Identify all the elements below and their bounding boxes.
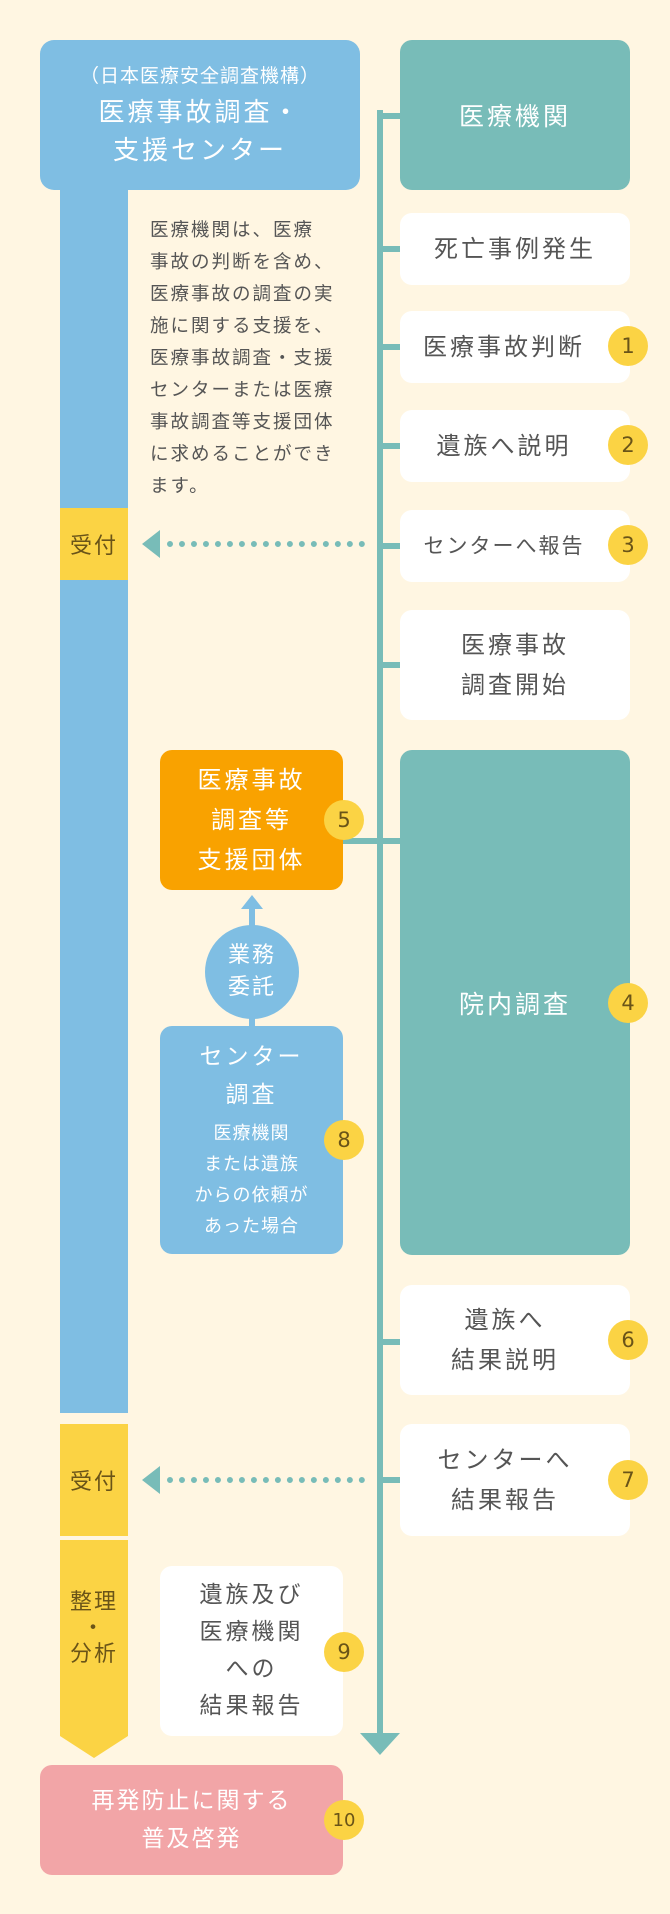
step-report-center: センターへ報告 xyxy=(400,510,630,582)
organize-label: 整理 ・ 分析 xyxy=(69,1590,118,1667)
step-explain-family: 遺族へ説明 xyxy=(400,410,630,482)
badge-7: 7 xyxy=(608,1460,648,1500)
center-description: 医療機関は、医療 事故の判断を含め、 医療事故の調査の実 施に関する支援を、 医… xyxy=(150,220,335,497)
center-org-name: （日本医療安全調査機構） xyxy=(79,64,320,87)
step-start-investigation: 医療事故 調査開始 xyxy=(400,610,630,720)
center-header: （日本医療安全調査機構） 医療事故調査・ 支援センター xyxy=(40,40,360,190)
medical-institution: 医療機関 xyxy=(400,40,630,190)
reception-2: 受付 xyxy=(60,1424,128,1536)
center-column xyxy=(60,185,128,1413)
step-death: 死亡事例発生 xyxy=(400,213,630,285)
center-title: 医療事故調査・ 支援センター xyxy=(98,97,302,166)
flow-arrow-head xyxy=(360,1733,400,1755)
organize-arrow-tip xyxy=(60,1736,128,1758)
step-report-center-label: センターへ報告 xyxy=(423,534,585,558)
flow-line xyxy=(377,110,383,1738)
support-organization: 医療事故 調査等 支援団体 xyxy=(160,750,343,890)
step-judgement: 医療事故判断 xyxy=(400,311,630,383)
reception-2-label: 受付 xyxy=(69,1470,118,1495)
branch-report xyxy=(380,543,402,549)
branch-explain xyxy=(380,443,402,449)
step-report-results-center: センターへ 結果報告 xyxy=(400,1424,630,1536)
step-judgement-label: 医療事故判断 xyxy=(423,333,585,361)
step-death-label: 死亡事例発生 xyxy=(434,235,596,263)
step-internal-investigation-label: 院内調査 xyxy=(458,989,571,1019)
branch-explain-results xyxy=(380,1339,402,1345)
badge-6: 6 xyxy=(608,1320,648,1360)
step-internal-investigation: 院内調査 xyxy=(400,750,630,1255)
center-investigation-title: センター 調査 xyxy=(199,1044,304,1108)
badge-4: 4 xyxy=(608,983,648,1023)
badge-8: 8 xyxy=(324,1120,364,1160)
step-explain-results-family: 遺族へ 結果説明 xyxy=(400,1285,630,1395)
badge-5: 5 xyxy=(324,800,364,840)
badge-1: 1 xyxy=(608,326,648,366)
branch-institution xyxy=(380,113,402,119)
center-investigation-note: 医療機関 または遺族 からの依頼が あった場合 xyxy=(194,1123,309,1237)
prevention-awareness: 再発防止に関する 普及啓発 xyxy=(40,1765,343,1875)
branch-internal xyxy=(380,838,402,844)
consignment-circle: 業務 委託 xyxy=(205,925,299,1019)
branch-start xyxy=(380,662,402,668)
dotted-line-1 xyxy=(167,541,365,547)
badge-3: 3 xyxy=(608,525,648,565)
badge-2: 2 xyxy=(608,425,648,465)
arrow-to-reception-1 xyxy=(142,530,160,558)
center-investigation: センター 調査 医療機関 または遺族 からの依頼が あった場合 xyxy=(160,1026,343,1254)
arrow-to-reception-2 xyxy=(142,1466,160,1494)
branch-death xyxy=(380,246,402,252)
connector-support-org xyxy=(342,838,380,844)
dotted-line-2 xyxy=(167,1477,365,1483)
organize-analyze: 整理 ・ 分析 xyxy=(60,1540,128,1736)
reception-1-label: 受付 xyxy=(69,534,118,559)
reception-1: 受付 xyxy=(60,508,128,580)
step-explain-family-label: 遺族へ説明 xyxy=(436,432,572,460)
medical-institution-label: 医療機関 xyxy=(458,102,571,131)
report-to-family-and-institution: 遺族及び 医療機関 への 結果報告 xyxy=(160,1566,343,1736)
consignment-arrow-head xyxy=(241,895,263,909)
branch-judgement xyxy=(380,344,402,350)
badge-10: 10 xyxy=(324,1800,364,1840)
badge-9: 9 xyxy=(324,1632,364,1672)
branch-report-results xyxy=(380,1477,402,1483)
